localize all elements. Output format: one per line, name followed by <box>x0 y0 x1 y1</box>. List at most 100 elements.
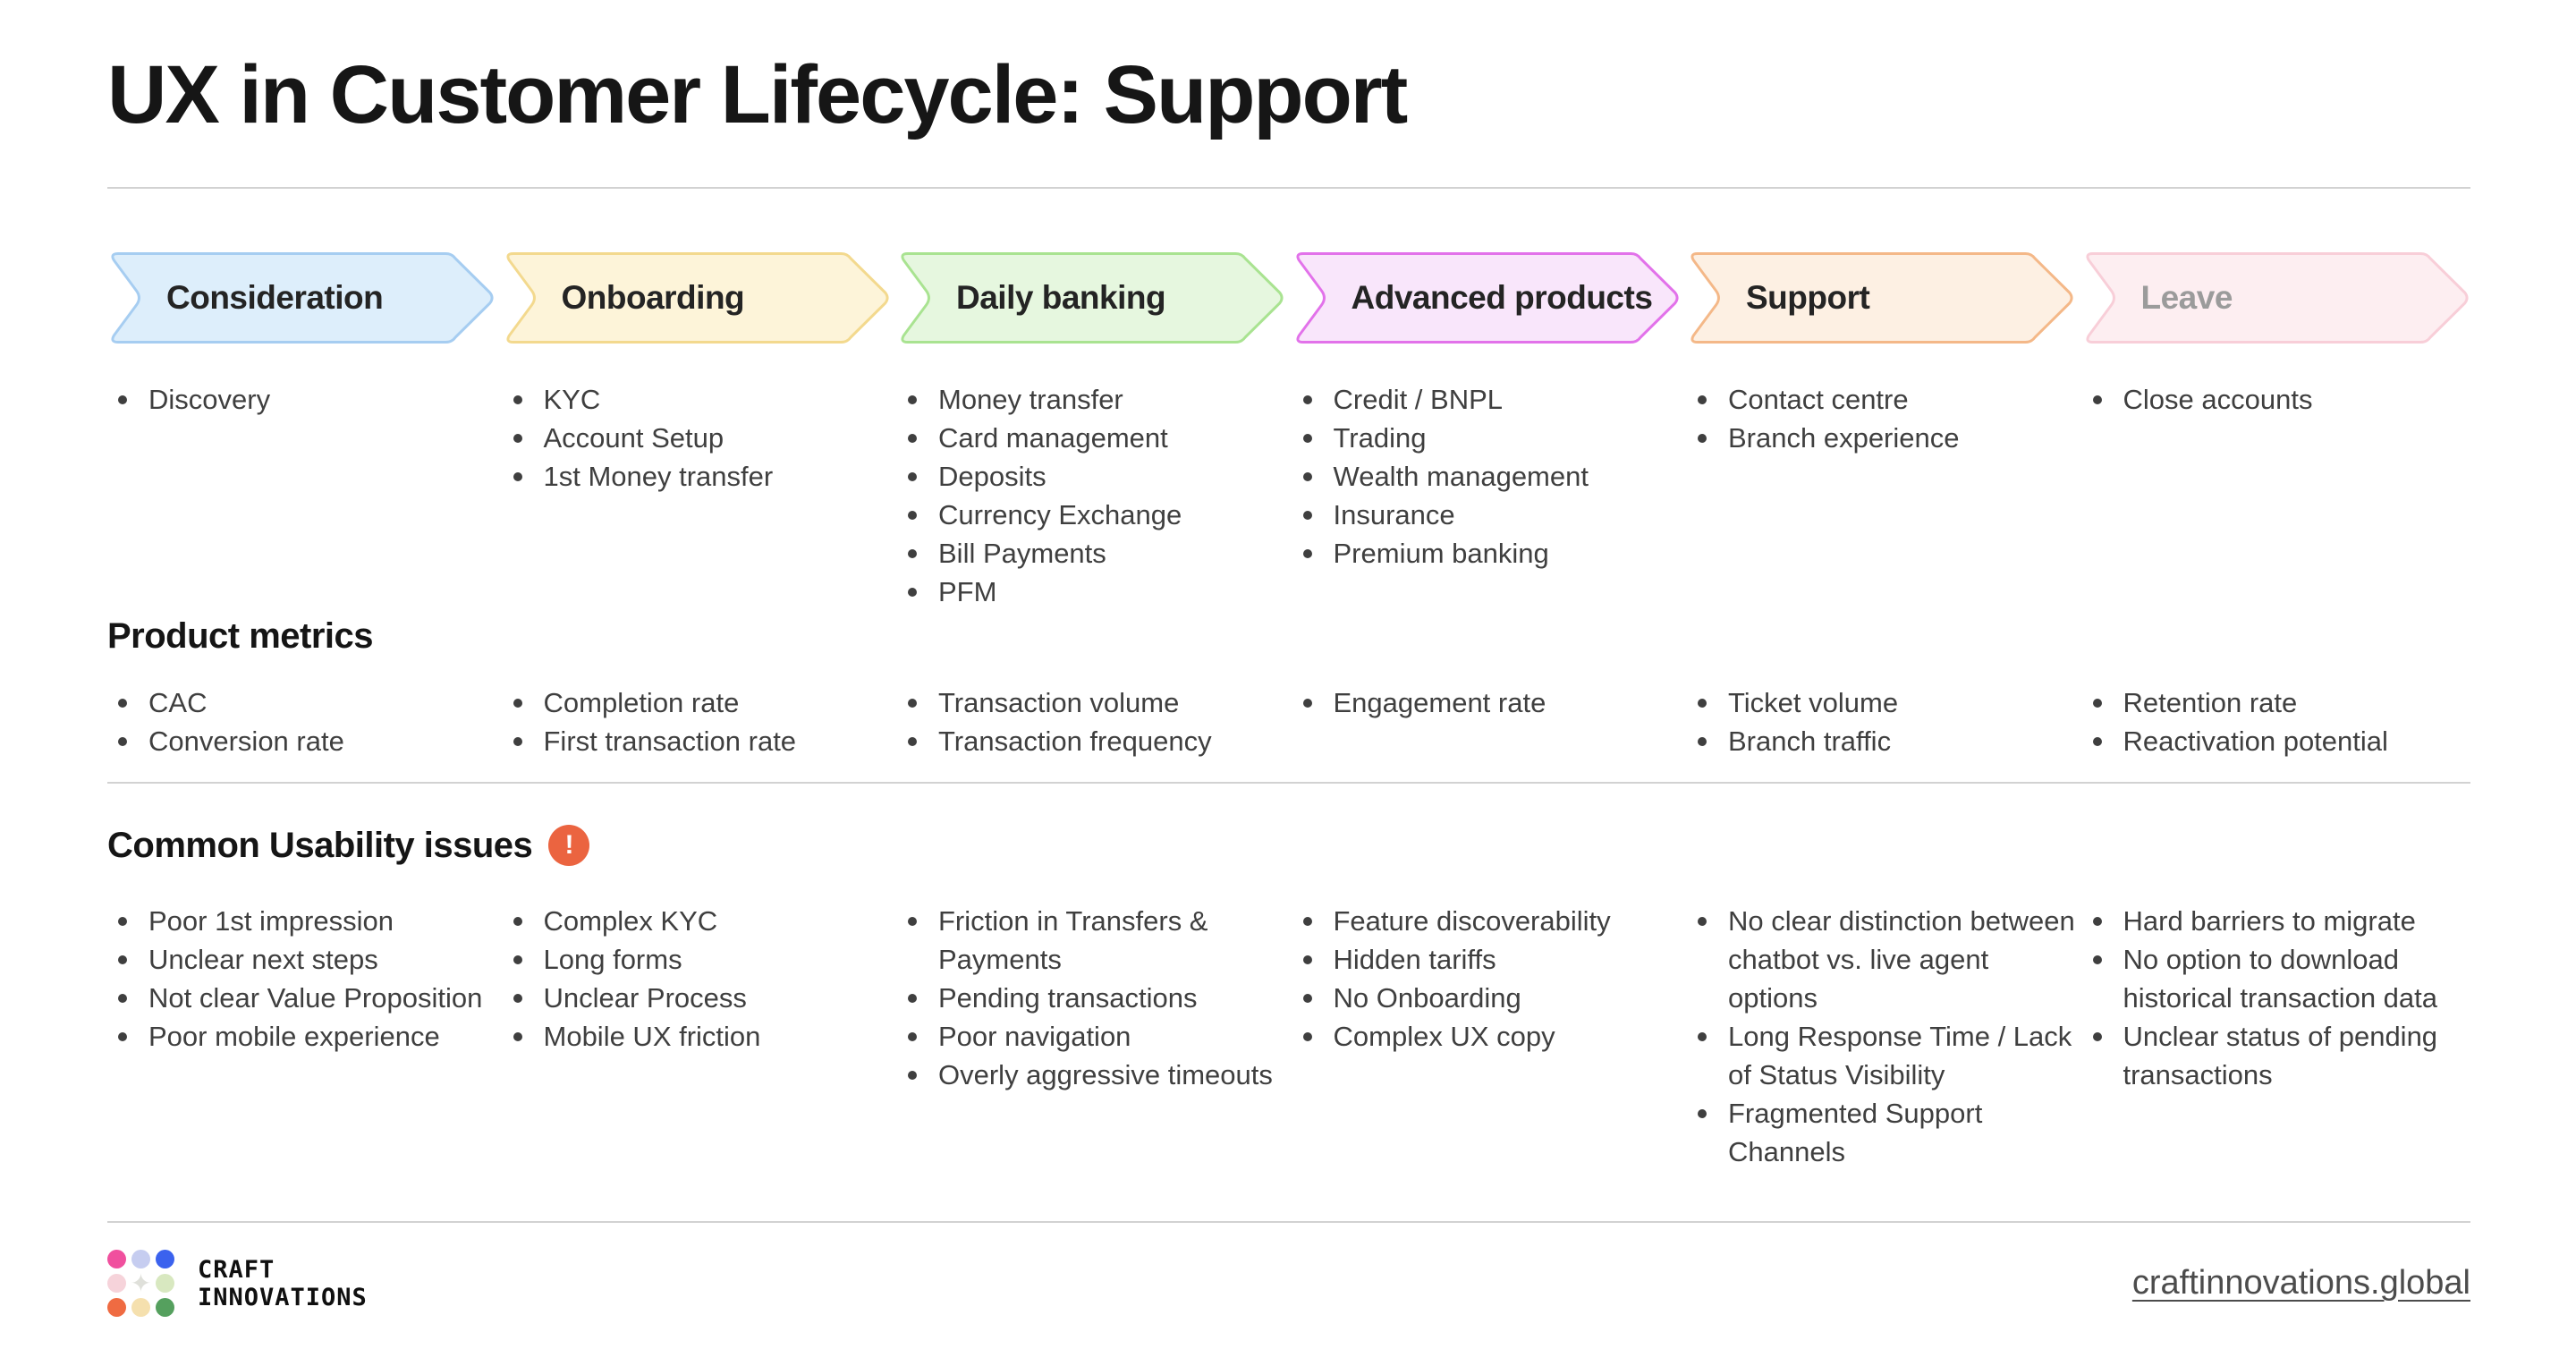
list-item: Complex UX copy <box>1292 1017 1682 1056</box>
list-item: Bill Payments <box>897 534 1286 573</box>
logo-dots-grid: ✦ <box>107 1250 174 1317</box>
logo-dot <box>131 1298 150 1317</box>
stage-chevron-advanced-products: Advanced products <box>1292 251 1682 344</box>
list-item: Completion rate <box>503 683 892 722</box>
metrics-list-advanced-products: Engagement rate <box>1292 683 1682 760</box>
logo-wordmark: CRAFT INNOVATIONS <box>198 1256 368 1311</box>
stage-label: Onboarding <box>561 279 745 316</box>
stage-chevron-onboarding: Onboarding <box>503 251 892 344</box>
stage-label: Daily banking <box>956 279 1166 316</box>
list-item: KYC <box>503 380 892 419</box>
list-item: Discovery <box>107 380 496 419</box>
list-item: Branch experience <box>1687 419 2076 457</box>
list-item: Mobile UX friction <box>503 1017 892 1056</box>
list-item: PFM <box>897 573 1286 611</box>
activities-list-consideration: Discovery <box>107 380 496 611</box>
stage-chevron-consideration: Consideration <box>107 251 496 344</box>
list-item: 1st Money transfer <box>503 457 892 496</box>
list-item: No clear distinction between chatbot vs.… <box>1687 902 2076 1017</box>
list-item: Retention rate <box>2082 683 2471 722</box>
list-item: Unclear Process <box>503 979 892 1017</box>
list-item: Branch traffic <box>1687 722 2076 760</box>
list-item: Money transfer <box>897 380 1286 419</box>
footer-logo: ✦ CRAFT INNOVATIONS <box>107 1250 368 1317</box>
list-item: Poor mobile experience <box>107 1017 496 1056</box>
stage-label: Leave <box>2140 279 2233 316</box>
stage-chevron-leave: Leave <box>2082 251 2471 344</box>
list-item: Wealth management <box>1292 457 1682 496</box>
stage-chevron-support: Support <box>1687 251 2076 344</box>
footer: ✦ CRAFT INNOVATIONS craftinnovations.glo… <box>107 1250 2470 1317</box>
list-item: Trading <box>1292 419 1682 457</box>
list-item: Unclear status of pending transactions <box>2082 1017 2471 1094</box>
list-item: Account Setup <box>503 419 892 457</box>
chevron-arrow-shape <box>901 252 1284 344</box>
chevron-arrow-shape <box>505 252 889 344</box>
list-item: Hard barriers to migrate <box>2082 902 2471 940</box>
activities-list-leave: Close accounts <box>2082 380 2471 611</box>
list-item: Complex KYC <box>503 902 892 940</box>
list-item: Premium banking <box>1292 534 1682 573</box>
chevron-arrow-shape <box>1295 252 1679 344</box>
list-item: No Onboarding <box>1292 979 1682 1017</box>
chevron-arrow-shape <box>111 252 494 344</box>
stage-label: Advanced products <box>1351 279 1653 316</box>
list-item: Reactivation potential <box>2082 722 2471 760</box>
logo-dot <box>156 1274 174 1293</box>
list-item: No option to download historical transac… <box>2082 940 2471 1017</box>
logo-dot <box>156 1298 174 1317</box>
list-item: Transaction frequency <box>897 722 1286 760</box>
list-item: Insurance <box>1292 496 1682 534</box>
list-item: Credit / BNPL <box>1292 380 1682 419</box>
list-item: First transaction rate <box>503 722 892 760</box>
list-item: Hidden tariffs <box>1292 940 1682 979</box>
logo-dot <box>107 1250 126 1268</box>
warning-icon: ! <box>548 825 590 866</box>
stage-label: Support <box>1746 279 1870 316</box>
list-item: Deposits <box>897 457 1286 496</box>
logo-dot <box>156 1250 174 1268</box>
divider-top <box>107 187 2470 189</box>
list-item: Currency Exchange <box>897 496 1286 534</box>
footer-link[interactable]: craftinnovations.global <box>2131 1264 2470 1302</box>
list-item: Poor navigation <box>897 1017 1286 1056</box>
issues-list-support: No clear distinction between chatbot vs.… <box>1687 902 2076 1171</box>
list-item: Overly aggressive timeouts <box>897 1056 1286 1094</box>
list-item: Contact centre <box>1687 380 2076 419</box>
list-item: Engagement rate <box>1292 683 1682 722</box>
list-item: Long Response Time / Lack of Status Visi… <box>1687 1017 2076 1094</box>
divider-bottom <box>107 1221 2470 1223</box>
logo-wordmark-line1: CRAFT <box>198 1255 275 1284</box>
list-item: Not clear Value Proposition <box>107 979 496 1017</box>
list-item: Ticket volume <box>1687 683 2076 722</box>
stage-label: Consideration <box>166 279 384 316</box>
list-item: Fragmented Support Channels <box>1687 1094 2076 1171</box>
divider-middle <box>107 782 2470 784</box>
list-item: Pending transactions <box>897 979 1286 1017</box>
list-item: Close accounts <box>2082 380 2471 419</box>
usability-issues-title-text: Common Usability issues <box>107 825 533 865</box>
list-item: Conversion rate <box>107 722 496 760</box>
stage-chevron-row: Consideration Onboarding Daily banking A… <box>107 251 2470 344</box>
list-item: Card management <box>897 419 1286 457</box>
list-item: Long forms <box>503 940 892 979</box>
logo-dot <box>107 1274 126 1293</box>
list-item: Poor 1st impression <box>107 902 496 940</box>
logo-dot <box>107 1298 126 1317</box>
list-item: Feature discoverability <box>1292 902 1682 940</box>
